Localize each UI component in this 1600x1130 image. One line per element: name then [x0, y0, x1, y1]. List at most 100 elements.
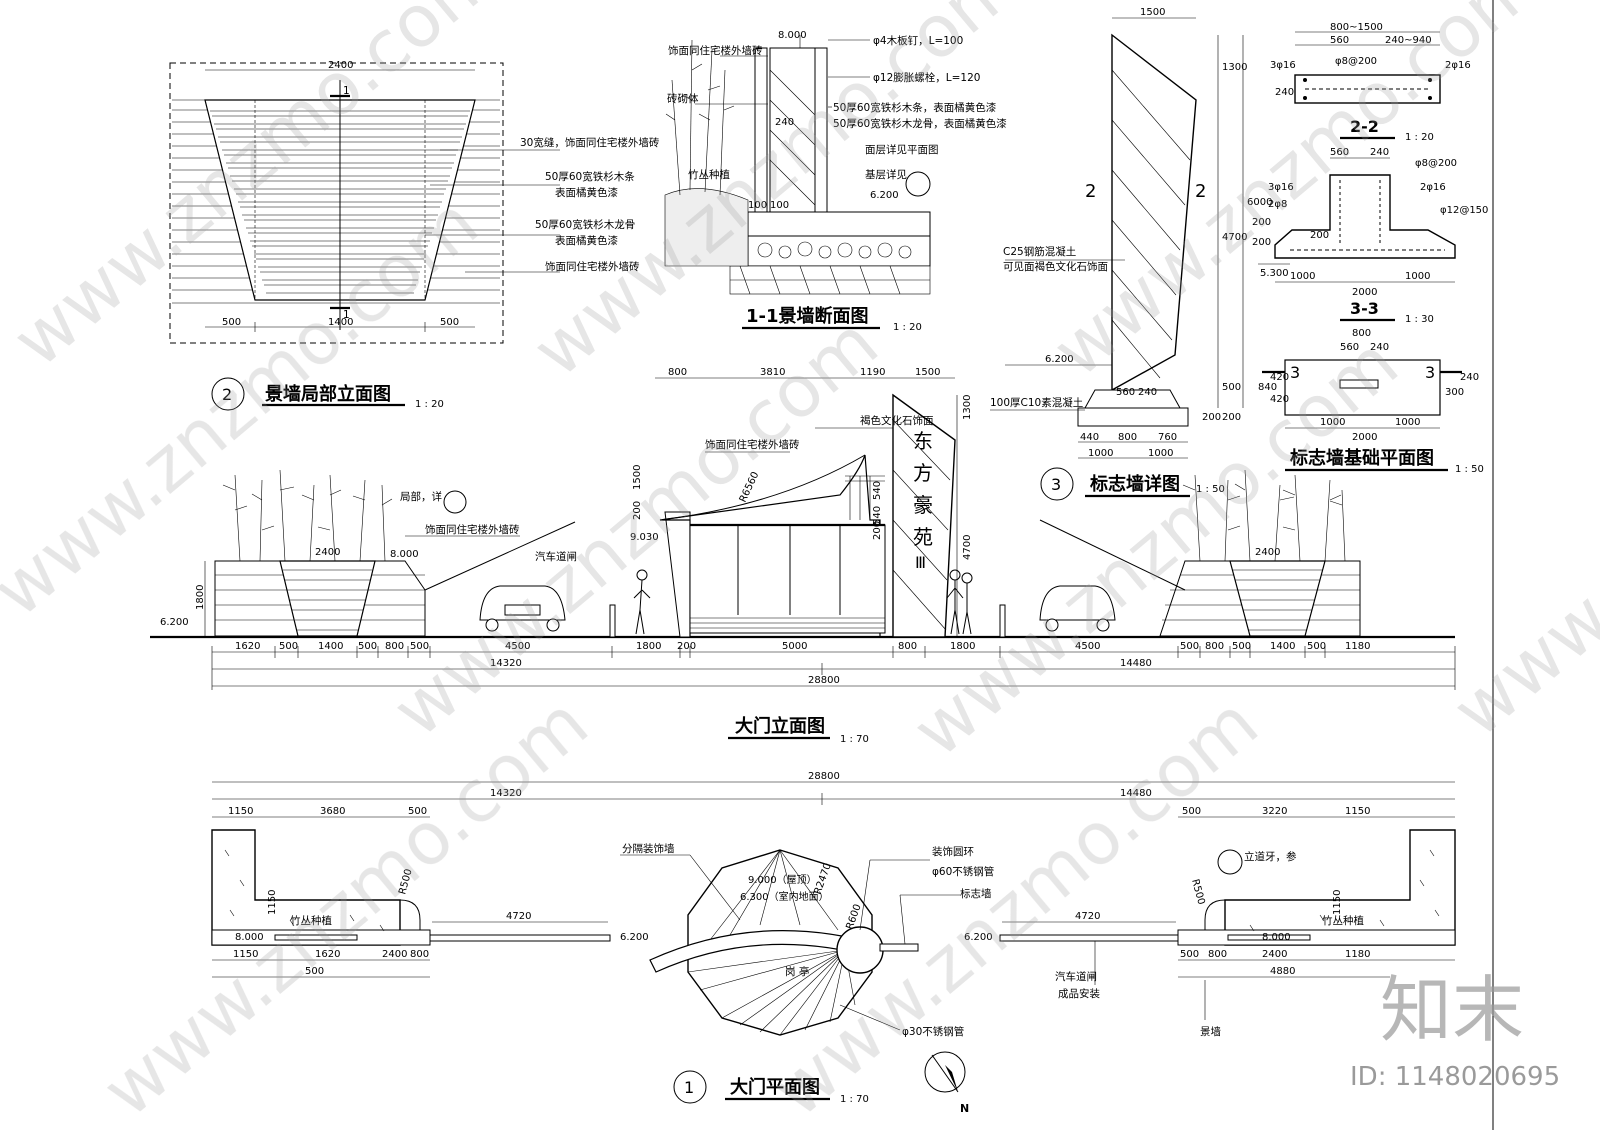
s33-dim-200c: 200 — [1310, 230, 1329, 241]
elev-dim-2400-right: 2400 — [1255, 547, 1280, 558]
sign-note-base-concrete: 100厚C10素混凝土 — [990, 396, 1083, 409]
section-note-brick: 砖砌体 — [667, 92, 699, 105]
scale-gate-elevation: 1 : 70 — [840, 734, 869, 745]
plan-level-8000-right: 8.000 — [1262, 932, 1291, 943]
sign-dim-1000b: 1000 — [1148, 448, 1173, 459]
sign-dim-760: 760 — [1158, 432, 1177, 443]
plan-dim-4720-left: 4720 — [506, 911, 531, 922]
plan-note-landscape-wall: 景墙 — [1200, 1025, 1222, 1038]
fnd-dim-420a: 420 — [1270, 372, 1289, 383]
s22-stirrup: φ8@200 — [1335, 56, 1377, 67]
sign-dim-1000a: 1000 — [1088, 448, 1113, 459]
scale-s33: 1 : 30 — [1405, 314, 1434, 325]
plan-dim-500a: 500 — [408, 806, 427, 817]
fnd-dim-800: 800 — [1352, 328, 1371, 339]
fnd-cut-left: 3 — [1290, 363, 1300, 382]
fnd-dim-1000a: 1000 — [1320, 417, 1345, 428]
elev-dim-500c: 500 — [410, 641, 429, 652]
elev-dim-800c: 800 — [1205, 641, 1224, 652]
plan-dim-28800: 28800 — [808, 771, 840, 782]
watermark-logo: 知末 — [1380, 968, 1524, 1052]
sign-text-line4: 苑 — [913, 525, 933, 549]
elev-dim-1800-h: 1800 — [195, 585, 206, 610]
title-s22: 2-2 — [1350, 117, 1379, 136]
scale-sign-wall: 1 : 50 — [1196, 484, 1225, 495]
s33-dim-1000b: 1000 — [1405, 271, 1430, 282]
section-note-strip: 50厚60宽铁杉木条，表面橘黄色漆 — [833, 101, 997, 114]
elev-top-800: 800 — [668, 367, 687, 378]
section-note-surface: 面层详见平面图 — [865, 143, 939, 156]
plan-dim-500b: 500 — [1182, 806, 1201, 817]
plan-r500-right: R500 — [1189, 878, 1206, 906]
elev-dim-4500b: 4500 — [1075, 641, 1100, 652]
plan-dim-1620: 1150 — [233, 949, 258, 960]
section-level-6200: 6.200 — [870, 190, 899, 201]
fnd-dim-300: 300 — [1445, 387, 1464, 398]
section-level-8000: 8.000 — [778, 30, 807, 41]
elev-dim-4500a: 4500 — [505, 641, 530, 652]
plan-dim-800-left: 2400 — [382, 949, 407, 960]
title-foundation: 标志墙基础平面图 — [1289, 447, 1434, 469]
s22-dim-range: 800~1500 — [1330, 22, 1383, 33]
title-wall-section: 1-1景墙断面图 — [746, 305, 869, 327]
drawing-number-1: 1 — [684, 1078, 694, 1097]
plan-note-barrier: 汽车道闸 — [1055, 970, 1097, 983]
section-2-2-drawing: 800~1500 560 240~940 3φ16 φ8@200 2φ16 24… — [1270, 22, 1471, 143]
sign-wall-drawing: 6.200 2 2 1500 1300 4700 6000 500 200 20… — [990, 7, 1272, 501]
elev-note-stone: 褐色文化石饰面 — [860, 414, 934, 427]
plan-dim-4720-right: 4720 — [1075, 911, 1100, 922]
s22-dim-560: 560 — [1330, 35, 1349, 46]
sign-dim-500: 500 — [1222, 382, 1241, 393]
elev-mid-200: 200 — [872, 521, 883, 540]
s33-dim-200b: 200 — [1252, 237, 1271, 248]
sign-text-line2: 方 — [913, 461, 933, 485]
elev-top-1190: 1190 — [860, 367, 885, 378]
plan-note-partition: 分隔装饰墙 — [622, 842, 675, 855]
sign-text-line3: 豪 — [913, 493, 933, 517]
plan-dim-2400-left: 1620 — [315, 949, 340, 960]
plan-dim-500-right: 500 — [1180, 949, 1199, 960]
elev-left-200: 200 — [632, 501, 643, 520]
watermark-id: ID: 1148020695 — [1350, 1062, 1560, 1092]
s22-rebar-2: 2φ16 — [1445, 60, 1471, 71]
sign-dim-560: 560 — [1116, 387, 1135, 398]
note-orange-paint-1: 表面橘黄色漆 — [555, 186, 618, 199]
drawing-number-3: 3 — [1051, 475, 1061, 494]
s33-stirrup: φ8@200 — [1415, 158, 1457, 169]
s33-dim-1000a: 1000 — [1290, 271, 1315, 282]
section-note-nail: φ4木板钉，L=100 — [873, 34, 963, 47]
plan-note-barrier-install: 成品安装 — [1058, 987, 1100, 1000]
plan-note-ring: 装饰圆环 — [932, 845, 974, 858]
elev-note-wall-tile-center: 饰面同住宅楼外墙砖 — [705, 438, 800, 451]
section-note-bamboo: 竹丛种植 — [688, 168, 730, 181]
fnd-cut-right: 3 — [1425, 363, 1435, 382]
section-note-keel: 50厚60宽铁杉木龙骨，表面橘黄色漆 — [833, 117, 1007, 130]
sign-text-line1: 东 — [913, 429, 933, 453]
elev-left-1500: 1500 — [632, 465, 643, 490]
sign-dim-1500: 1500 — [1140, 7, 1165, 18]
s33-dim-240: 240 — [1370, 147, 1389, 158]
sign-cut-2-left: 2 — [1085, 181, 1096, 202]
elev-dim-1620: 1620 — [235, 641, 260, 652]
elev-right-4700: 4700 — [962, 535, 973, 560]
plan-note-pipe60: φ60不锈钢管 — [932, 865, 994, 878]
elev-dim-14480: 14480 — [1120, 658, 1152, 669]
elev-mid-540b: 540 — [872, 506, 883, 525]
note-timber-keel: 50厚60宽铁杉木龙骨 — [535, 218, 635, 231]
note-timber-strip: 50厚60宽铁杉木条 — [545, 170, 635, 183]
elev-dim-14320: 14320 — [490, 658, 522, 669]
plan-dim-4880: 4880 — [1270, 966, 1295, 977]
s33-rebar-28: 2φ8 — [1268, 199, 1287, 210]
elev-note-barrier-left: 汽车道闸 — [535, 550, 577, 563]
sign-dim-800: 800 — [1118, 432, 1137, 443]
plan-level-6200-right: 6.200 — [964, 932, 993, 943]
s22-rebar-3: 3φ16 — [1270, 60, 1296, 71]
title-sign-wall: 标志墙详图 — [1089, 473, 1180, 495]
fnd-dim-840: 840 — [1258, 382, 1277, 393]
sign-text-line5: Ⅲ — [915, 553, 926, 572]
sign-dim-1300: 1300 — [1222, 62, 1247, 73]
sign-dim-200a: 200 — [1202, 412, 1221, 423]
note-wall-tile: 饰面同住宅楼外墙砖 — [545, 260, 640, 273]
dim-2400: 2400 — [328, 60, 353, 71]
section-note-base: 基层详见 — [865, 168, 907, 181]
